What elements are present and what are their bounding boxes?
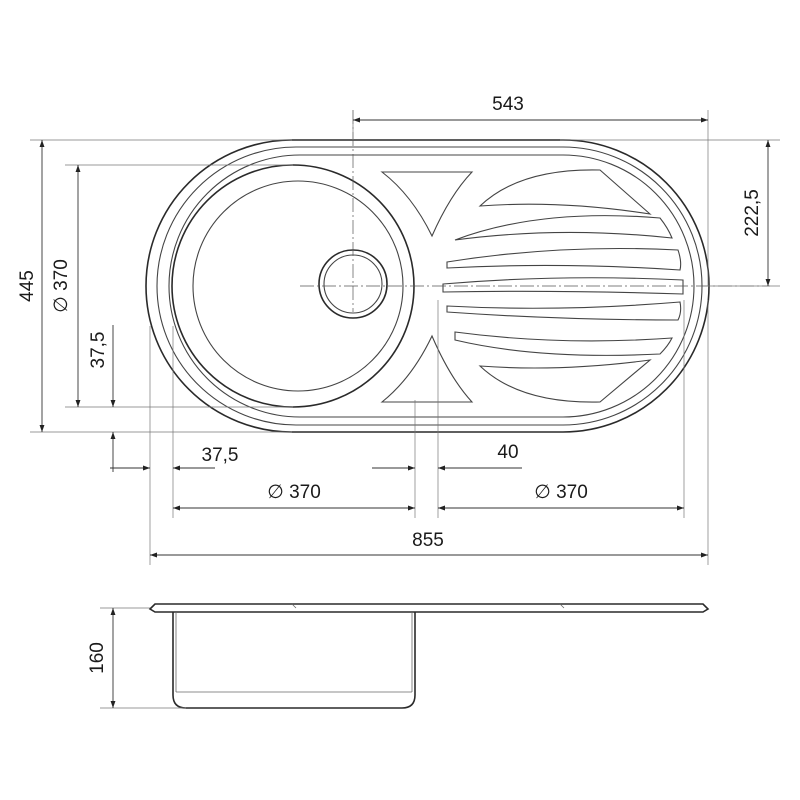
drainer-bottom-wedge xyxy=(380,334,474,403)
dim-bowl-diameter-vertical: ∅ 370 xyxy=(51,259,72,313)
sink-outer-rim xyxy=(145,139,710,433)
bowl-inner xyxy=(192,180,404,392)
dim-depth: 160 xyxy=(87,642,108,674)
side-view: 160 xyxy=(87,603,710,709)
sink-rim-inner xyxy=(156,146,703,426)
sink-deck xyxy=(168,154,695,418)
side-bowl xyxy=(172,612,416,709)
side-rim xyxy=(148,603,710,613)
dim-left-offset-horizontal: 37,5 xyxy=(202,445,239,466)
drainer-top-wedge xyxy=(380,171,474,238)
dim-gap: 40 xyxy=(497,442,518,463)
dim-total-width: 855 xyxy=(412,530,444,551)
drainer-grooves xyxy=(442,169,684,403)
top-view xyxy=(145,110,770,433)
dim-drainer-diameter-bottom: ∅ 370 xyxy=(534,482,588,503)
dim-left-offset-vertical: 37,5 xyxy=(88,332,109,369)
dimension-lines: 543 222,5 445 ∅ 370 37,5 37,5 xyxy=(17,94,780,565)
dim-bowl-diameter-bottom: ∅ 370 xyxy=(267,482,321,503)
dim-total-height: 445 xyxy=(17,270,38,302)
dim-right-height: 222,5 xyxy=(742,189,763,237)
dim-top-width: 543 xyxy=(492,94,524,115)
